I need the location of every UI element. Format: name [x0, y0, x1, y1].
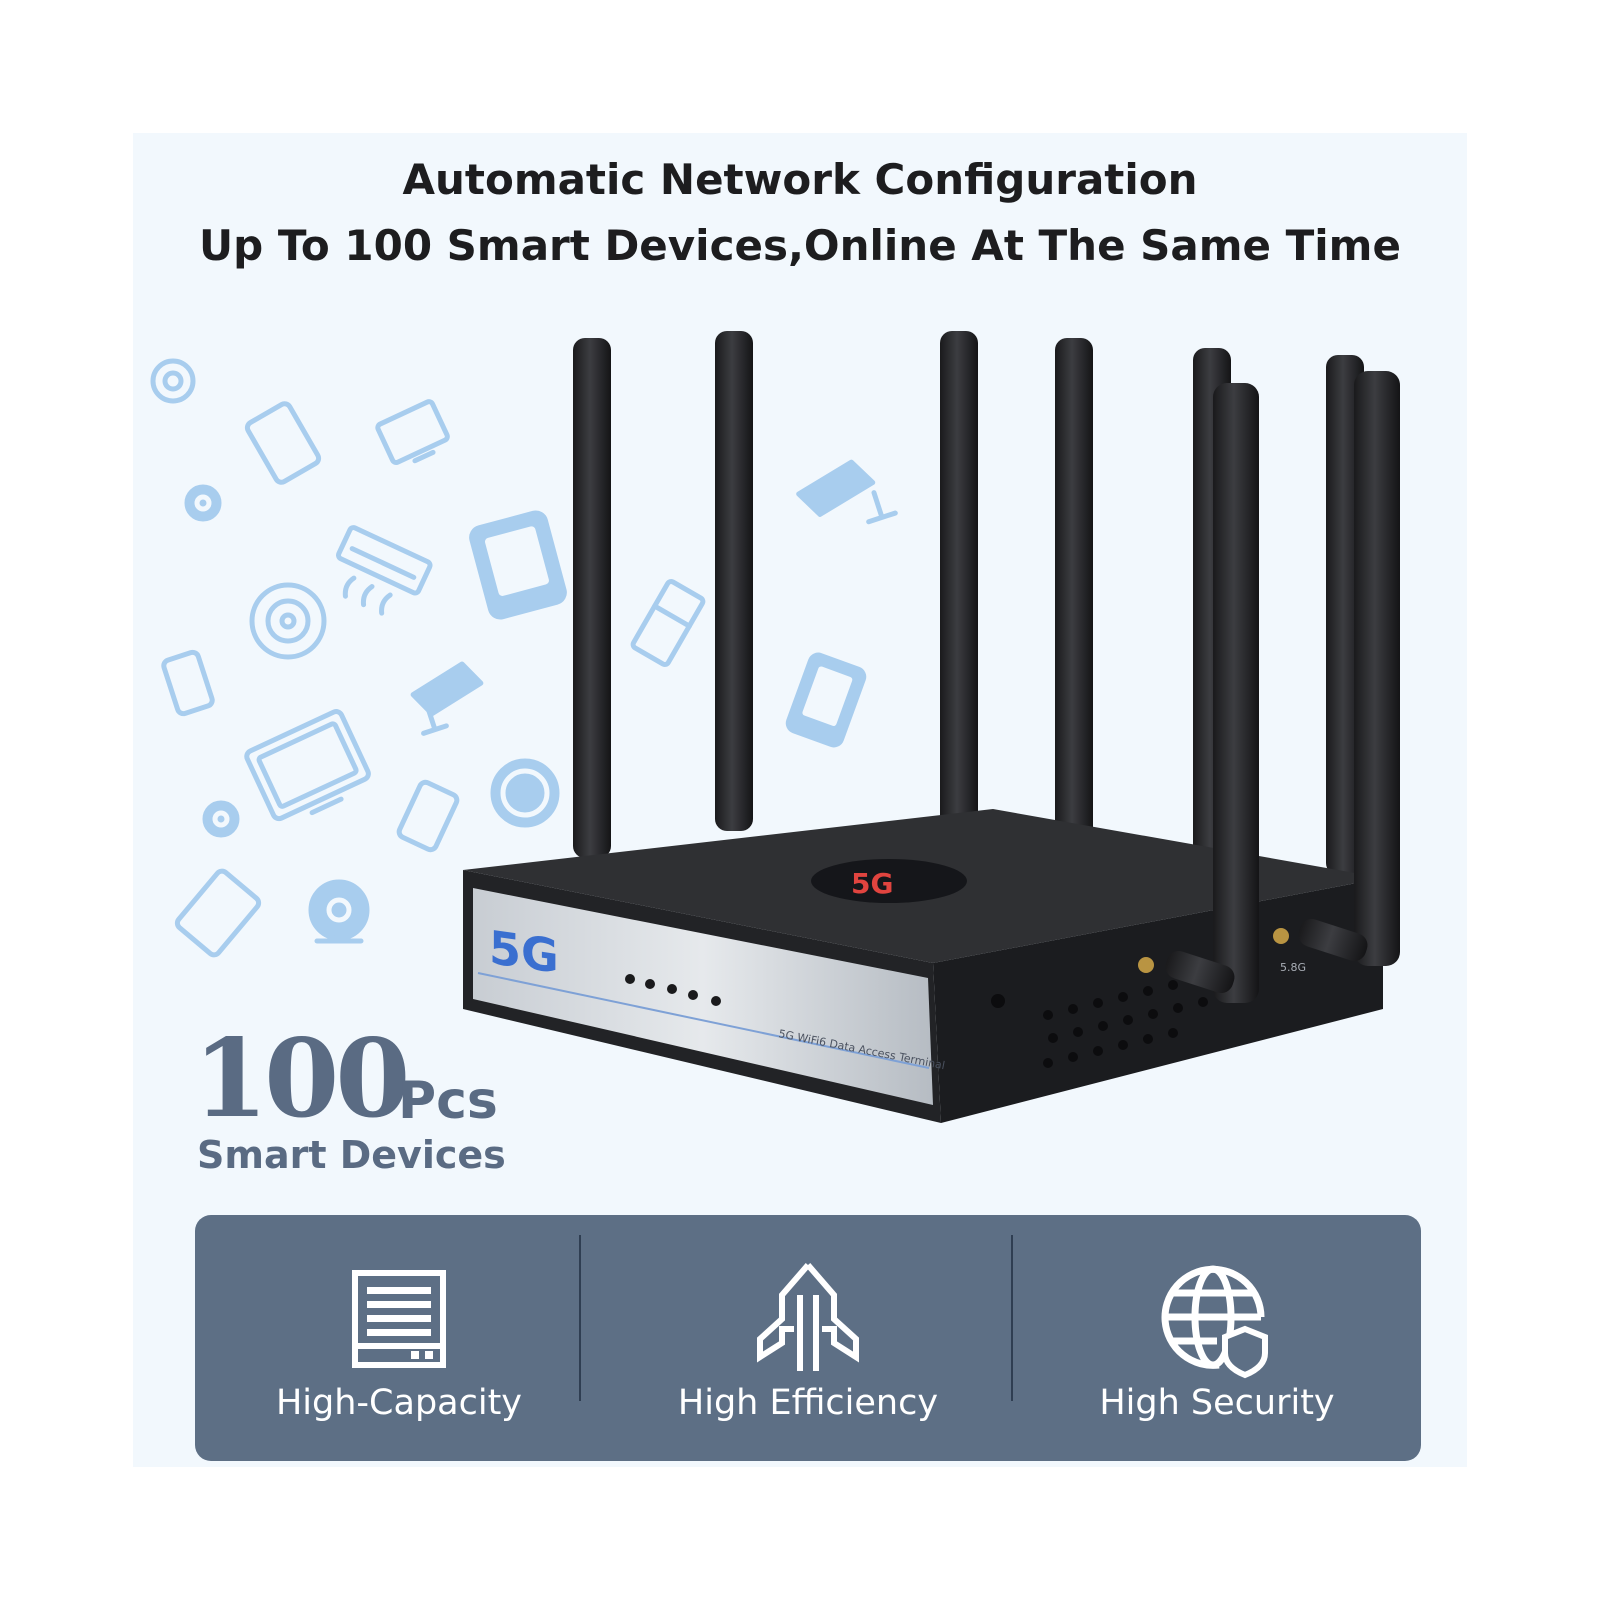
security-camera-icon [796, 459, 898, 525]
feature-label: High Security [1099, 1383, 1335, 1423]
device-count-caption: Smart Devices [197, 1133, 506, 1177]
indicator-lights [625, 974, 721, 1006]
tablet-icon [469, 510, 567, 620]
top-badge-disc [811, 859, 967, 903]
air-conditioner-icon [336, 525, 433, 616]
monitor-icon [375, 399, 450, 465]
security-camera-icon [410, 661, 484, 736]
feature-divider [579, 1235, 581, 1401]
top-5g-badge: 5G [851, 867, 893, 900]
feature-high-security: High Security [1013, 1215, 1421, 1461]
front-5g-badge: 5G [489, 920, 559, 984]
headline-title: Automatic Network Configuration [402, 155, 1198, 204]
rocket-icon [757, 1263, 859, 1371]
feature-label: High-Capacity [275, 1383, 523, 1423]
feature-high-efficiency: High Efficiency [604, 1215, 1012, 1461]
device-count-unit: Pcs [398, 1071, 498, 1131]
server-drive-icon [352, 1270, 446, 1368]
router-front-face [473, 888, 933, 1105]
feature-bar: High-Capacity High Efficiency [195, 1215, 1421, 1461]
feature-high-capacity: High-Capacity [195, 1215, 603, 1461]
antenna [1165, 371, 1400, 1003]
tablet-icon [244, 401, 322, 485]
webcam-icon [308, 879, 370, 944]
smartphone-icon [396, 779, 460, 853]
refrigerator-icon [630, 579, 706, 667]
smartphone-icon [785, 652, 867, 748]
router-illustration: 5G 5G WiFi6 Data Access Terminal 5G 5.8G [463, 331, 1400, 1123]
feature-label: High Efficiency [677, 1383, 939, 1423]
webcam-icon [202, 800, 240, 838]
smart-device-icons [150, 358, 898, 958]
monitor-icon [244, 709, 371, 822]
robot-vacuum-icon [249, 582, 327, 660]
robot-vacuum-icon [490, 758, 560, 828]
smartphone-icon [161, 649, 215, 717]
tablet-icon [174, 868, 262, 958]
headline-subtitle: Up To 100 Smart Devices,Online At The Sa… [199, 221, 1401, 270]
port-label: 5.8G [1280, 961, 1306, 974]
product-panel: Automatic Network Configuration Up To 10… [133, 133, 1467, 1467]
device-count-number: 100 [193, 1016, 410, 1142]
webcam-icon [184, 484, 222, 522]
robot-vacuum-icon [150, 358, 196, 404]
feature-divider [1011, 1235, 1013, 1401]
globe-shield-icon [1161, 1265, 1268, 1379]
